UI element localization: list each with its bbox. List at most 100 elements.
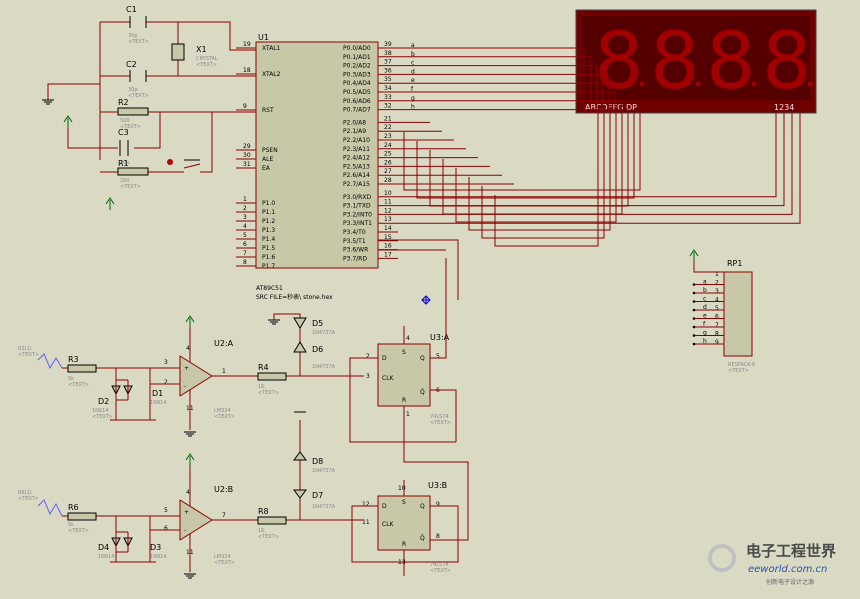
u1-pin-name: P2.1/A9 [343, 128, 366, 135]
svg-text:1N914: 1N914 [150, 400, 166, 406]
svg-text:<TEXT>: <TEXT> [128, 39, 149, 45]
u1-pin-number: 19 [243, 41, 251, 48]
svg-text:1N914: 1N914 [150, 554, 166, 560]
opamp-u2b[interactable]: U2:B LM324 <TEXT> +- 5 6 7 4 11 [164, 485, 235, 566]
rp1-pin-dot [692, 300, 696, 303]
d3-ref: D3 [150, 543, 161, 552]
u1-pin-number: 14 [384, 225, 392, 232]
svg-text:2: 2 [164, 379, 168, 386]
rp1-value: RESPACK-8 [728, 362, 755, 368]
d2-ref: D2 [98, 397, 109, 406]
digit-select-wire [398, 113, 785, 207]
u1-pin-number: 6 [243, 241, 247, 248]
p2-digit-bus [398, 113, 801, 247]
display-digit-label: 1234 [774, 103, 794, 112]
svg-text:<TEXT>: <TEXT> [258, 390, 279, 396]
u1-pin-name: P1.7 [262, 263, 275, 270]
svg-text:1: 1 [406, 411, 410, 418]
u1-left-pins: 19XTAL118XTAL29RST29PSEN30ALE31EA1P1.02P… [236, 41, 281, 270]
u1-pin-number: 29 [243, 143, 251, 150]
u1-pin-name: P2.3/A11 [343, 146, 370, 153]
u2a-value: LM324 [214, 408, 231, 414]
u1-pin-number: 2 [243, 205, 247, 212]
rp1-pin-letter: c [703, 296, 706, 303]
u1-pin-name: P3.2/INT0 [343, 211, 372, 218]
u1-pin-number: 23 [384, 133, 392, 140]
u1-pin-name: RST [262, 107, 274, 114]
watermark-sub: 创新电子设计之源 [766, 578, 814, 586]
svg-text:5: 5 [164, 507, 168, 514]
u1-pin-name: P3.3/INT1 [343, 220, 372, 227]
svg-text:<TEXT>: <TEXT> [214, 414, 235, 420]
segment-wire-letter: h [411, 104, 415, 111]
reset-button-cap[interactable] [167, 159, 173, 165]
r2-value: 500 [120, 118, 130, 124]
svg-text:Q̄: Q̄ [420, 389, 425, 396]
rp1-pin-number: 7 [715, 322, 719, 329]
svg-text:10: 10 [398, 485, 406, 492]
rp1-pin-dot [692, 283, 696, 286]
rp1-pin-dot [692, 308, 696, 312]
rp1-pin-number: 6 [715, 314, 719, 321]
u1-pin-name: P1.5 [262, 245, 275, 252]
u3a-value: 74LS74 [430, 414, 449, 420]
rp1-pin-number: 8 [715, 331, 719, 338]
u1-pin-number: 8 [243, 259, 247, 266]
svg-text:11: 11 [362, 519, 370, 526]
svg-text:<TEXT>: <TEXT> [68, 382, 89, 388]
p2-loop-wire [481, 113, 605, 239]
flipflop-u3b[interactable]: U3:B 74LS74 <TEXT> D CLK S R Q Q̄ 12 11 … [362, 481, 451, 574]
u1-pin-name: P1.2 [262, 218, 275, 225]
c2-value: 30p [128, 87, 138, 93]
rp1-pin-letter: f [703, 321, 706, 328]
svg-text:4: 4 [406, 335, 410, 342]
svg-text:CLK: CLK [382, 375, 395, 382]
svg-text:1: 1 [222, 368, 226, 375]
d6-ref: D6 [312, 345, 323, 354]
rp1-pin-dot [692, 291, 696, 295]
u1-pin-name: P1.6 [262, 254, 275, 261]
svg-text:6: 6 [164, 525, 168, 532]
rp1-pin-dot [692, 317, 696, 320]
svg-text:<TEXT>: <TEXT> [18, 496, 39, 502]
r6-source: R6(1) [18, 490, 32, 496]
svg-text:<TEXT>: <TEXT> [258, 534, 279, 540]
svg-text:<TEXT>: <TEXT> [728, 368, 749, 374]
u1-pin-name: P3.5/T1 [343, 238, 366, 245]
opamp-u2a[interactable]: U2:A LM324 <TEXT> +- 3 2 1 4 11 [164, 339, 235, 420]
u1-pin-number: 36 [384, 67, 392, 74]
segment-wire-letter: g [411, 95, 415, 102]
u1-right-pins: 39P0.0/AD038P0.1/AD137P0.2/AD236P0.3/AD3… [343, 41, 398, 262]
p2-loop-wire [494, 113, 599, 247]
u2b-ref: U2:B [214, 485, 233, 494]
u1-part: AT89C51 [256, 285, 283, 292]
flipflop-u3a[interactable]: U3:A 74LS74 <TEXT> D CLK S R Q Q̄ 2 3 4 … [366, 333, 451, 426]
display-dp [807, 81, 813, 87]
svg-text:<TEXT>: <TEXT> [214, 560, 235, 566]
u1-pin-number: 10 [384, 190, 392, 197]
u1-pin-number: 25 [384, 151, 392, 158]
u1-pin-name: EA [262, 165, 271, 172]
u1-pin-number: 16 [384, 243, 392, 250]
segment-wire-letter: f [411, 86, 414, 93]
microcontroller-u1[interactable]: U1 AT89C51 SRC FILE=秒表\ stone.hex 19XTAL… [236, 33, 398, 301]
u1-pin-number: 11 [384, 199, 392, 206]
segment-wire [398, 56, 591, 113]
rp1-pin-letter: d [703, 304, 707, 311]
display-digit: 8 [706, 17, 756, 107]
r1-value: 200 [120, 178, 130, 184]
u1-pin-name: P3.4/T0 [343, 229, 366, 236]
r3-source: R3(1) [18, 346, 32, 352]
segment-wire [398, 65, 597, 113]
r3-value: 5k [68, 376, 74, 382]
svg-text:1N914: 1N914 [92, 408, 108, 414]
u1-pin-number: 5 [243, 232, 247, 239]
u1-pin-name: XTAL1 [262, 45, 281, 52]
c1-ref: C1 [126, 5, 137, 14]
u1-pin-name: P2.7/A15 [343, 181, 370, 188]
